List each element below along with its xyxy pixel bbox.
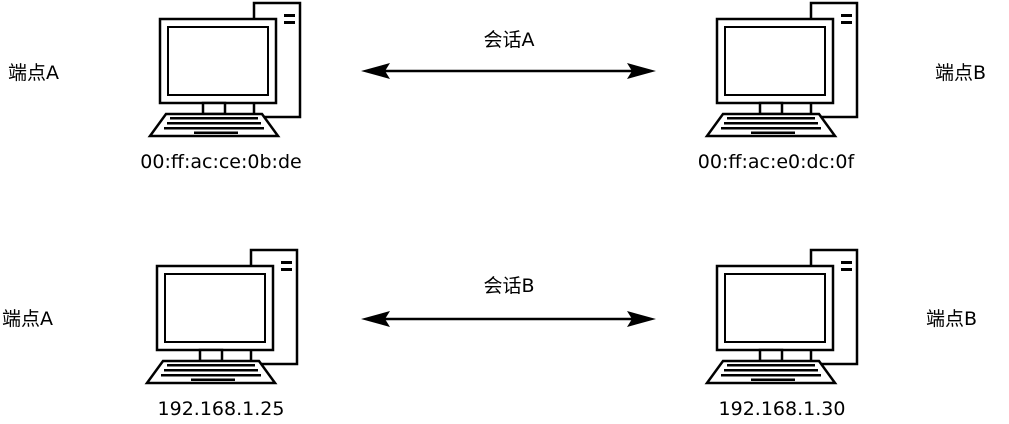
session-b-label: 会话B: [483, 275, 534, 297]
session-a-label: 会话A: [484, 29, 535, 51]
bottom-left-computer-icon: [145, 248, 299, 385]
bottom-left-ip-address: 192.168.1.25: [158, 398, 285, 420]
top-left-mac-address: 00:ff:ac:ce:0b:de: [140, 151, 301, 173]
top-endpoint-b-label: 端点B: [935, 62, 986, 84]
session-b-arrow-icon: [361, 311, 656, 327]
bottom-right-ip-address: 192.168.1.30: [719, 398, 846, 420]
session-a-arrow-icon: [361, 63, 656, 79]
top-right-computer-icon: [705, 1, 859, 138]
top-endpoint-a-label: 端点A: [8, 62, 59, 84]
bottom-endpoint-b-label: 端点B: [926, 308, 977, 330]
top-right-mac-address: 00:ff:ac:e0:dc:0f: [698, 151, 856, 173]
bottom-endpoint-a-label: 端点A: [2, 308, 53, 330]
bottom-right-computer-icon: [705, 248, 859, 385]
top-left-computer-icon: [148, 1, 302, 138]
